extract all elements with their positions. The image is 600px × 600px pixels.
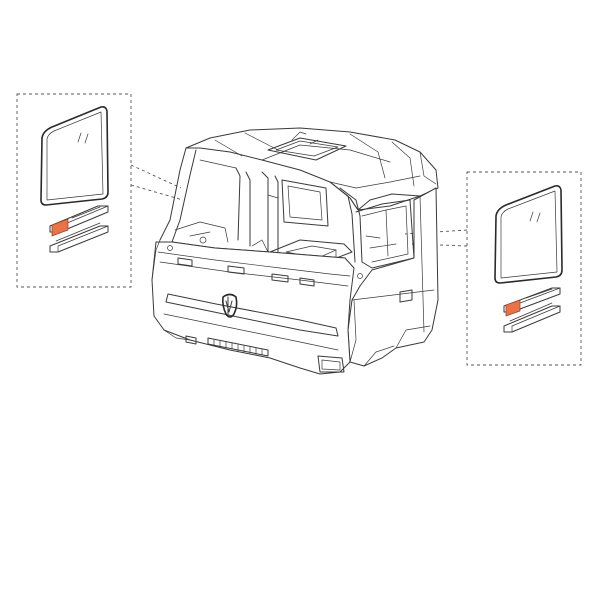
callout-left — [16, 93, 132, 288]
door-handle — [399, 289, 413, 303]
rear-window — [281, 179, 329, 227]
callout-left-frame — [16, 93, 132, 288]
cab-front-panel — [151, 241, 355, 375]
door-glass-right — [494, 185, 563, 284]
cab-side-panel — [347, 187, 439, 367]
grille-bar — [165, 293, 339, 337]
leader-left-upper — [130, 164, 182, 189]
highlight-part-left — [51, 218, 69, 237]
highlight-part-right — [505, 299, 521, 317]
glass-channel-right-lower — [503, 302, 561, 333]
head-lamp — [317, 355, 345, 373]
roof-hatch — [267, 131, 347, 161]
glass-channel-right-upper — [503, 287, 561, 317]
glass-channel-left-upper — [49, 205, 109, 237]
truck-cab — [151, 127, 439, 375]
lower-vent — [207, 337, 269, 357]
brand-emblem — [222, 293, 238, 318]
callout-right-frame — [466, 171, 582, 366]
callout-right — [466, 171, 582, 366]
door-glass-left — [40, 106, 109, 206]
glass-channel-left-lower — [49, 222, 109, 253]
